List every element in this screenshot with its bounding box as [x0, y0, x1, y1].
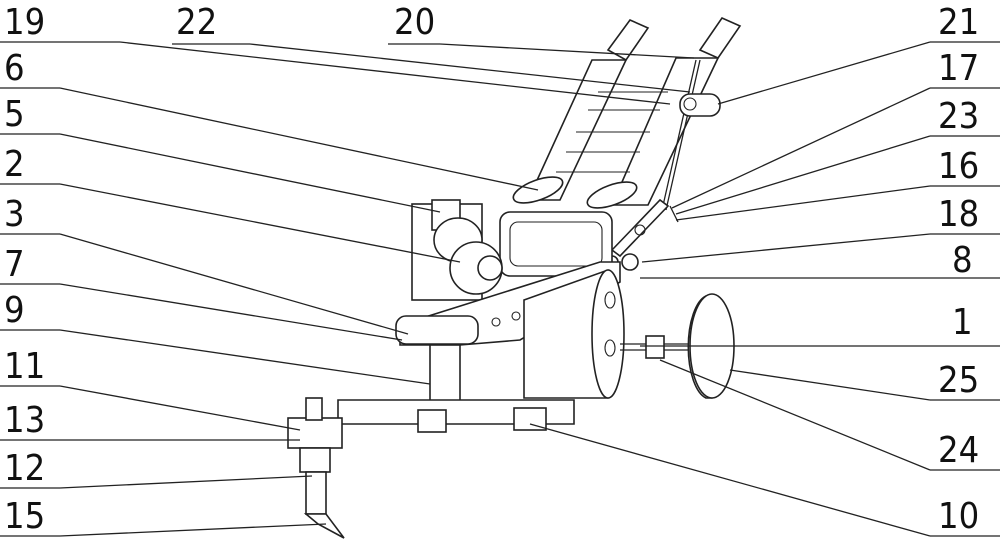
- leader-16: [675, 185, 931, 221]
- label-3: 3: [4, 194, 25, 235]
- leader-11: [59, 385, 301, 431]
- label-6: 6: [4, 48, 25, 89]
- label-19: 19: [4, 2, 45, 43]
- label-24: 24: [938, 430, 979, 471]
- leader-22: [249, 43, 691, 93]
- leader-24: [659, 359, 931, 471]
- label-2: 2: [4, 144, 25, 185]
- leader-15: [59, 523, 327, 537]
- leader-17: [671, 87, 931, 209]
- drum: [523, 269, 625, 399]
- label-20: 20: [394, 2, 435, 43]
- label-9: 9: [4, 290, 25, 331]
- label-13: 13: [4, 400, 45, 441]
- leader-2: [59, 183, 461, 263]
- machine-drawing: [287, 16, 742, 539]
- label-7: 7: [4, 244, 25, 285]
- leader-7: [59, 283, 403, 341]
- label-12: 12: [4, 448, 45, 489]
- tool-assembly: [287, 397, 345, 539]
- label-22: 22: [176, 2, 217, 43]
- part-labels: 19 22 20 21 6 17 5 23 2 16 3 18 7 8 9 1 …: [4, 2, 979, 537]
- label-25: 25: [938, 360, 979, 401]
- engine-block: [411, 199, 503, 301]
- label-5: 5: [4, 94, 25, 135]
- control-linkage: [605, 59, 721, 271]
- label-18: 18: [938, 194, 979, 235]
- label-17: 17: [938, 48, 979, 89]
- leader-25: [729, 369, 931, 401]
- leader-3: [59, 233, 409, 335]
- leader-19: [119, 41, 671, 105]
- leader-5: [59, 133, 441, 213]
- leader-23: [675, 135, 931, 215]
- leader-21: [717, 41, 931, 105]
- label-1: 1: [952, 302, 973, 343]
- label-11: 11: [4, 346, 45, 387]
- label-23: 23: [938, 96, 979, 137]
- label-10: 10: [938, 496, 979, 537]
- label-21: 21: [938, 2, 979, 43]
- leader-9: [59, 329, 431, 385]
- leader-10: [529, 423, 931, 537]
- leader-20: [439, 43, 695, 59]
- leader-6: [59, 87, 539, 191]
- base-frame: [337, 344, 575, 433]
- leader-lines: [0, 41, 1000, 537]
- label-8: 8: [952, 240, 973, 281]
- leader-18: [641, 233, 931, 263]
- shaft-and-disc: [620, 293, 735, 399]
- label-16: 16: [938, 146, 979, 187]
- leader-12: [59, 475, 313, 489]
- label-15: 15: [4, 496, 45, 537]
